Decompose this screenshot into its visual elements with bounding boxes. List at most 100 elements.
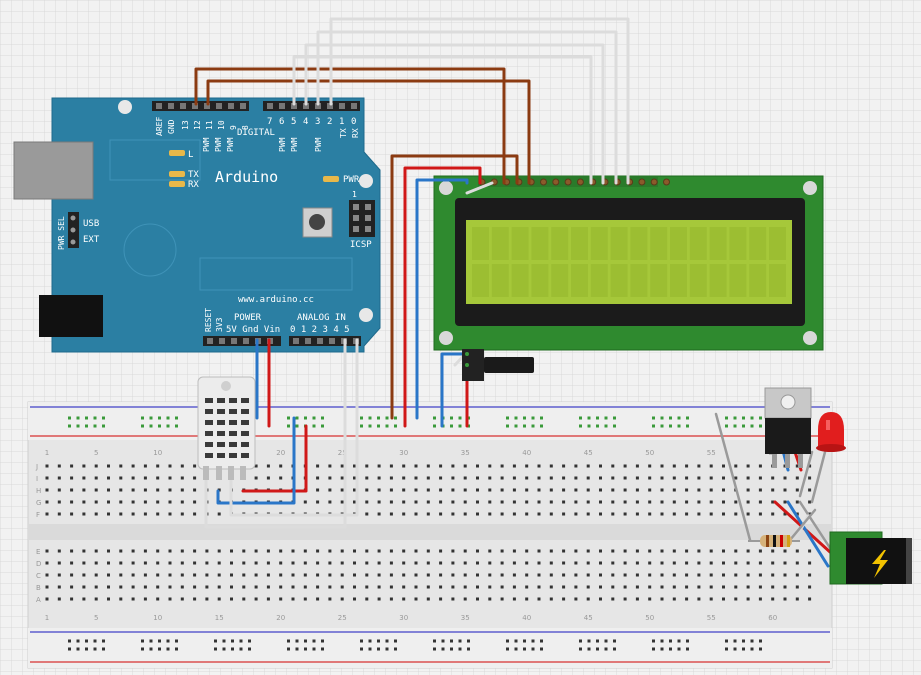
header-pin xyxy=(327,103,333,109)
breadboard-hole xyxy=(242,597,246,601)
rail-hole xyxy=(68,647,71,651)
breadboard-hole xyxy=(648,561,652,565)
breadboard-hole xyxy=(168,561,172,565)
rail-hole xyxy=(433,416,436,420)
lcd-pin xyxy=(552,178,560,186)
rail-hole xyxy=(304,647,307,651)
breadboard-hole xyxy=(82,549,86,553)
breadboard-hole xyxy=(353,561,356,565)
breadboard-hole xyxy=(500,585,504,589)
breadboard-hole xyxy=(365,597,369,601)
breadboard-hole xyxy=(426,500,430,504)
breadboard-hole xyxy=(709,464,713,468)
breadboard-hole xyxy=(217,512,221,516)
breadboard-hole xyxy=(746,488,750,492)
digital-header-right xyxy=(263,101,360,111)
grille-slot xyxy=(229,409,237,414)
breadboard-hole xyxy=(451,500,455,504)
breadboard-hole xyxy=(623,500,627,504)
rail-hole xyxy=(742,639,745,643)
rail-hole xyxy=(750,647,754,651)
power-pins-label: 5V Gnd Vin xyxy=(226,325,280,335)
rail-hole xyxy=(360,647,363,651)
breadboard-hole xyxy=(316,500,320,504)
breadboard-hole xyxy=(783,597,787,601)
pwm-label: PWM xyxy=(278,137,287,152)
breadboard-hole xyxy=(709,488,713,492)
column-number: 30 xyxy=(399,449,408,457)
mount-hole xyxy=(359,174,373,188)
red-led xyxy=(816,412,846,452)
lcd-mount-hole xyxy=(803,331,817,345)
breadboard-hole xyxy=(180,597,184,601)
breadboard-hole xyxy=(414,500,418,504)
breadboard-hole xyxy=(611,464,615,468)
breadboard-hole xyxy=(217,549,221,553)
breadboard-hole xyxy=(537,549,541,553)
breadboard-hole xyxy=(586,561,590,565)
breadboard-hole xyxy=(451,488,455,492)
rail-hole xyxy=(613,639,616,643)
breadboard-hole xyxy=(107,573,110,577)
header-pin xyxy=(315,103,321,109)
breadboard-hole xyxy=(389,561,393,565)
rail-hole xyxy=(385,647,389,651)
breadboard-hole xyxy=(82,597,86,601)
breadboard-hole xyxy=(70,512,74,516)
lcd-pin xyxy=(576,178,584,186)
breadboard-hole xyxy=(758,464,762,468)
breadboard-hole xyxy=(795,476,799,480)
breadboard-hole xyxy=(439,464,443,468)
rail-hole xyxy=(686,416,689,420)
rx-pin-label: RX xyxy=(351,128,360,138)
breadboard-hole xyxy=(574,476,578,480)
breadboard-hole xyxy=(45,464,49,468)
rail-hole xyxy=(102,647,105,651)
breadboard-hole xyxy=(94,488,98,492)
breadboard-hole xyxy=(316,573,320,577)
column-number: 20 xyxy=(276,614,285,622)
column-number: 35 xyxy=(461,614,470,622)
digital-pin-label: 4 xyxy=(303,117,308,127)
breadboard-hole xyxy=(808,512,812,516)
breadboard-hole xyxy=(70,488,74,492)
rail-hole xyxy=(158,416,161,420)
breadboard-hole xyxy=(107,476,110,480)
rail-hole xyxy=(450,639,453,643)
header-pin xyxy=(216,103,222,109)
wire-blue xyxy=(415,178,469,420)
grille-slot xyxy=(229,442,237,447)
rail-hole xyxy=(158,647,161,651)
rail-hole xyxy=(385,639,389,643)
breadboard-hole xyxy=(266,549,270,553)
breadboard-hole xyxy=(722,597,725,601)
breadboard-hole xyxy=(340,549,344,553)
breadboard-hole xyxy=(119,585,123,589)
breadboard-hole xyxy=(205,585,209,589)
breadboard-hole xyxy=(549,500,553,504)
breadboard-hole xyxy=(599,549,602,553)
rail-hole xyxy=(458,639,462,643)
rail-hole xyxy=(604,416,608,420)
breadboard-hole xyxy=(648,549,652,553)
breadboard-hole xyxy=(574,585,578,589)
breadboard-hole xyxy=(525,597,529,601)
breadboard-hole xyxy=(537,573,541,577)
breadboard-hole xyxy=(402,488,406,492)
url-label: www.arduino.cc xyxy=(238,295,314,305)
breadboard-hole xyxy=(771,500,775,504)
breadboard-hole xyxy=(451,597,455,601)
breadboard-hole xyxy=(771,476,775,480)
rail-hole xyxy=(321,424,324,428)
rail-hole xyxy=(166,416,170,420)
breadboard-hole xyxy=(623,512,627,516)
rail-hole xyxy=(514,424,518,428)
breadboard-hole xyxy=(45,500,49,504)
rail-hole xyxy=(540,424,543,428)
breadboard-hole xyxy=(451,549,455,553)
column-number: 25 xyxy=(338,449,347,457)
breadboard-hole xyxy=(512,549,516,553)
breadboard-hole xyxy=(82,573,86,577)
rail-hole xyxy=(531,424,535,428)
breadboard-hole xyxy=(180,549,184,553)
